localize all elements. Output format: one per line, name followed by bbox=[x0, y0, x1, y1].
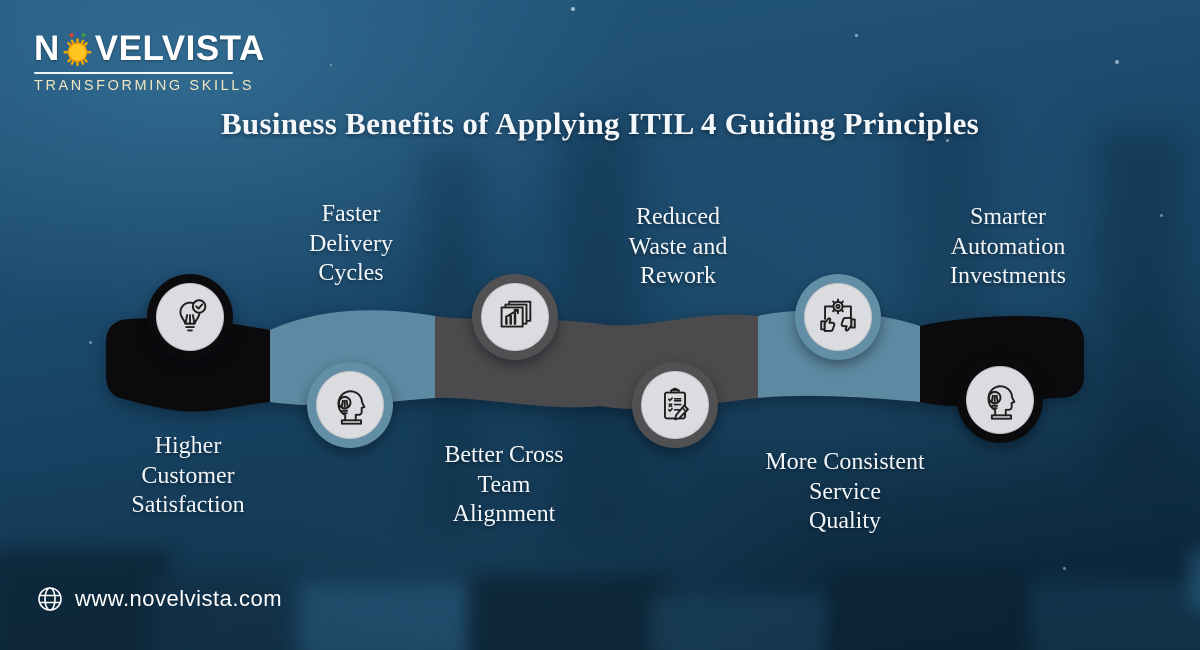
logo-prefix: N bbox=[34, 29, 60, 68]
head-lightbulb-icon bbox=[987, 385, 1016, 420]
website-url: www.novelvista.com bbox=[75, 586, 283, 611]
logo-tagline: TRANSFORMING SKILLS bbox=[34, 78, 255, 94]
benefit-label-reduced-waste-and-rework: Reduced Waste and Rework bbox=[628, 204, 728, 289]
logo-wordmark: N VELVISTA bbox=[34, 30, 265, 67]
lightbulb-check-icon bbox=[179, 299, 207, 332]
benefit-node-reduced-waste-and-rework bbox=[632, 362, 718, 448]
logo-divider bbox=[34, 72, 233, 74]
clipboard-checklist-icon bbox=[663, 387, 689, 421]
ribbon-segment-2 bbox=[270, 310, 435, 406]
benefit-label-better-cross-team-alignment: Better Cross Team Alignment bbox=[444, 442, 564, 527]
layered-charts-icon bbox=[500, 300, 532, 328]
benefit-node-faster-delivery-cycles bbox=[307, 362, 393, 448]
globe-icon bbox=[38, 587, 62, 611]
head-lightbulb-icon bbox=[337, 390, 366, 425]
novelvista-logo: N VELVISTA TRANSFORMING SKILLS bbox=[34, 30, 265, 94]
benefit-node-more-consistent-service-quality bbox=[795, 274, 881, 360]
page-title: Business Benefits of Applying ITIL 4 Gui… bbox=[220, 106, 980, 141]
ribbon-segment-3 bbox=[435, 316, 600, 408]
logo-suffix: VELVISTA bbox=[94, 29, 265, 68]
benefit-node-smarter-automation-investments bbox=[957, 357, 1043, 443]
footer-website: www.novelvista.com bbox=[36, 585, 282, 613]
ribbon-segment-1 bbox=[106, 317, 270, 412]
benefit-label-more-consistent-service-quality: More Consistent Service Quality bbox=[765, 449, 925, 534]
sun-gear-icon bbox=[63, 31, 92, 67]
benefit-label-higher-customer-satisfaction: Higher Customer Satisfaction bbox=[131, 433, 245, 518]
benefit-label-smarter-automation-investments: Smarter Automation Investments bbox=[950, 204, 1066, 289]
gear-thumbs-icon bbox=[820, 298, 856, 332]
benefit-node-better-cross-team-alignment bbox=[472, 274, 558, 360]
benefit-label-faster-delivery-cycles: Faster Delivery Cycles bbox=[309, 201, 393, 286]
benefit-node-higher-customer-satisfaction bbox=[147, 274, 233, 360]
